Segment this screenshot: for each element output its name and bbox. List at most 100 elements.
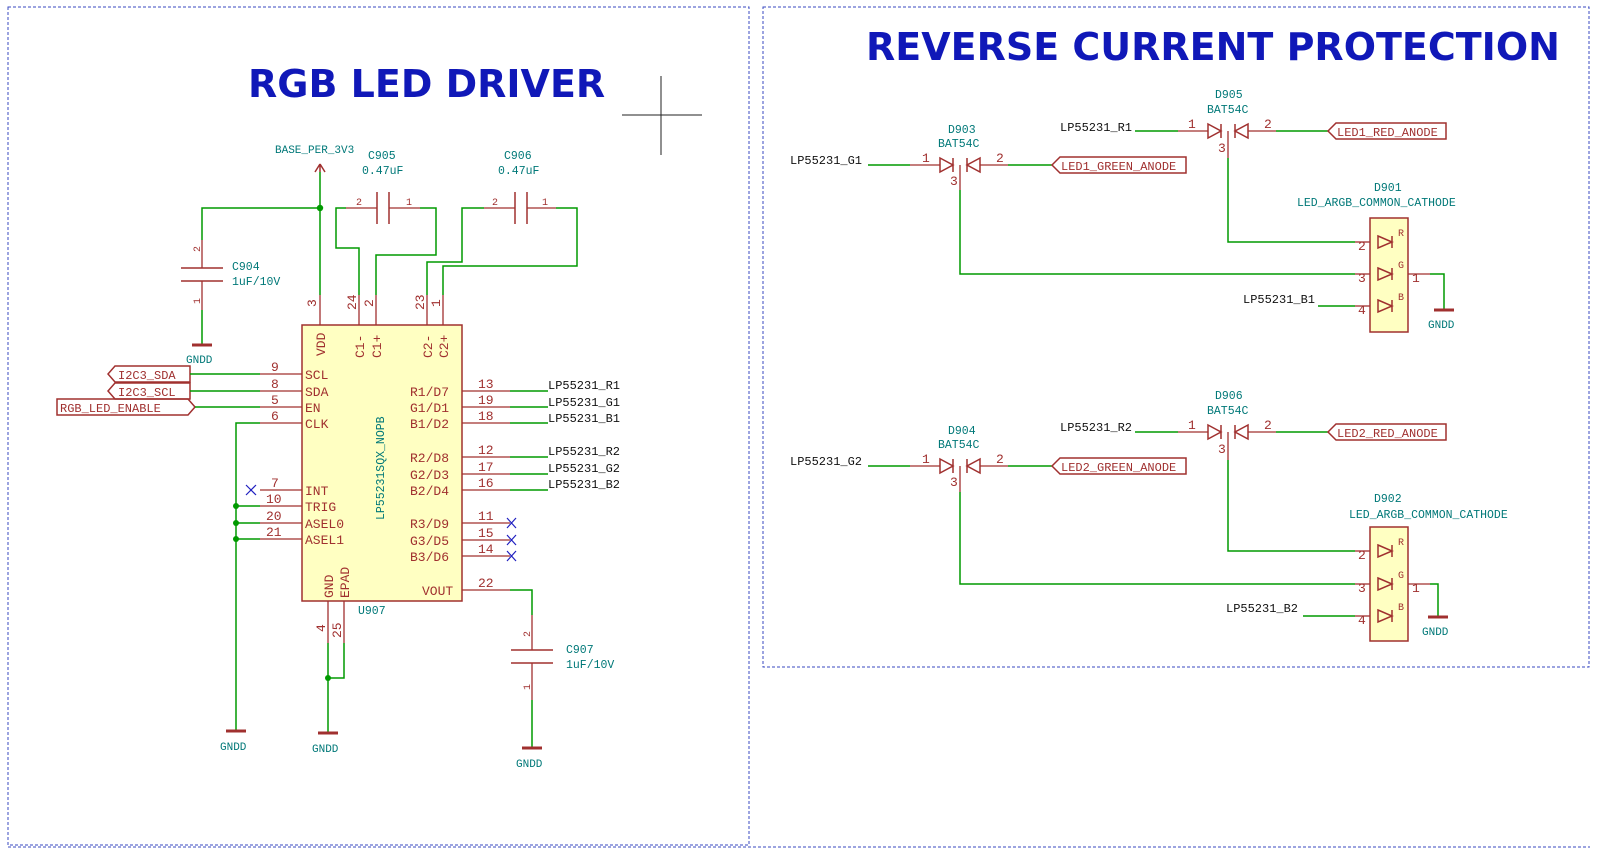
svg-text:19: 19 — [478, 393, 494, 408]
svg-text:B1/D2: B1/D2 — [410, 417, 449, 432]
diode-d904[interactable]: 1 2 3 D904 BAT54C — [910, 425, 1008, 492]
svg-text:EPAD: EPAD — [338, 567, 353, 598]
capacitor-c907[interactable]: 2 1 C907 1uF/10V — [511, 615, 614, 700]
svg-text:D901: D901 — [1374, 182, 1402, 195]
svg-text:1: 1 — [1412, 271, 1420, 286]
svg-text:ASEL1: ASEL1 — [305, 533, 344, 548]
svg-text:C906: C906 — [504, 150, 532, 163]
svg-text:10: 10 — [266, 492, 282, 507]
global-label-led1-green-anode[interactable]: LED1_GREEN_ANODE — [1050, 156, 1187, 174]
svg-text:B3/D6: B3/D6 — [410, 550, 449, 565]
svg-text:C907: C907 — [566, 644, 594, 657]
svg-text:D904: D904 — [948, 425, 976, 438]
left-title: RGB LED DRIVER — [248, 62, 605, 106]
gnd-epad-wire — [327, 643, 345, 733]
global-label-led2-red-anode[interactable]: LED2_RED_ANODE — [1326, 423, 1447, 441]
svg-text:G1/D1: G1/D1 — [410, 401, 449, 416]
svg-text:2: 2 — [996, 452, 1004, 467]
global-label-i2c3-scl[interactable]: I2C3_SCL — [107, 382, 191, 400]
svg-text:C2-: C2- — [421, 335, 436, 358]
svg-text:4: 4 — [1358, 303, 1366, 318]
u907-bottom-pins: 4 25 GND EPAD — [314, 567, 353, 643]
svg-text:TRIG: TRIG — [305, 500, 336, 515]
svg-text:GNDD: GNDD — [312, 744, 339, 756]
svg-text:3: 3 — [1218, 442, 1226, 457]
svg-text:2: 2 — [1358, 239, 1366, 254]
svg-text:SDA: SDA — [305, 385, 329, 400]
svg-text:D906: D906 — [1215, 390, 1243, 403]
diode-d903[interactable]: 1 2 3 D903 BAT54C — [910, 124, 1008, 190]
global-label-led2-green-anode[interactable]: LED2_GREEN_ANODE — [1050, 457, 1187, 475]
capacitor-c904[interactable]: 2 1 C904 1uF/10V — [181, 240, 280, 310]
svg-text:2: 2 — [996, 151, 1004, 166]
svg-text:1uF/10V: 1uF/10V — [232, 276, 280, 289]
svg-text:LP55231_B1: LP55231_B1 — [548, 412, 620, 426]
power-base-label: BASE_PER_3V3 — [275, 145, 354, 157]
svg-text:LP55231_R2: LP55231_R2 — [548, 445, 620, 459]
svg-text:25: 25 — [330, 622, 345, 638]
svg-text:2: 2 — [523, 631, 534, 637]
global-label-led1-red-anode[interactable]: LED1_RED_ANODE — [1326, 122, 1447, 140]
svg-text:R3/D9: R3/D9 — [410, 517, 449, 532]
svg-text:GNDD: GNDD — [1428, 320, 1455, 332]
u907-body[interactable] — [301, 324, 463, 602]
u907-output-nets: LP55231_R1 LP55231_G1 LP55231_B1 LP55231… — [510, 379, 620, 492]
svg-text:GNDD: GNDD — [220, 742, 247, 754]
svg-text:6: 6 — [271, 409, 279, 424]
svg-text:1: 1 — [1412, 581, 1420, 596]
svg-text:GNDD: GNDD — [186, 355, 213, 367]
diode-d906[interactable]: 1 2 3 D906 BAT54C — [1178, 390, 1276, 460]
right-title: REVERSE CURRENT PROTECTION — [866, 25, 1560, 69]
svg-text:2: 2 — [362, 299, 377, 307]
power-arrow — [314, 163, 326, 173]
u907-left-pins: 9 8 5 6 7 10 20 21 SCL SDA EN CLK INT TR… — [260, 360, 344, 548]
rgb-led-d901[interactable]: 2 3 4 1 R G B D901 LED_ARGB_COMMON_CATHO… — [1297, 182, 1456, 333]
svg-text:15: 15 — [478, 526, 494, 541]
svg-text:12: 12 — [478, 443, 494, 458]
svg-text:D902: D902 — [1374, 493, 1402, 506]
svg-text:B2/D4: B2/D4 — [410, 484, 449, 499]
svg-text:20: 20 — [266, 509, 282, 524]
svg-text:0.47uF: 0.47uF — [362, 165, 404, 178]
svg-text:3: 3 — [950, 475, 958, 490]
svg-text:1: 1 — [1188, 117, 1196, 132]
svg-text:2: 2 — [1264, 117, 1272, 132]
svg-text:3: 3 — [1358, 271, 1366, 286]
svg-text:BAT54C: BAT54C — [1207, 405, 1249, 418]
global-label-i2c3-sda[interactable]: I2C3_SDA — [107, 365, 191, 383]
svg-text:4: 4 — [1358, 613, 1366, 628]
svg-text:RGB_LED_ENABLE: RGB_LED_ENABLE — [60, 402, 161, 416]
svg-text:G: G — [1398, 261, 1404, 272]
u907-value: LP55231SQX_NOPB — [375, 416, 388, 520]
svg-text:1: 1 — [523, 684, 534, 690]
capacitor-c905[interactable]: 2 1 C905 0.47uF — [346, 150, 420, 224]
svg-text:LED2_RED_ANODE: LED2_RED_ANODE — [1337, 427, 1438, 441]
svg-text:R: R — [1398, 538, 1404, 549]
svg-text:18: 18 — [478, 409, 494, 424]
svg-text:4: 4 — [314, 624, 329, 632]
capacitor-c906[interactable]: 2 1 C906 0.47uF — [484, 150, 556, 224]
global-label-rgb-led-enable[interactable]: RGB_LED_ENABLE — [56, 398, 196, 416]
svg-text:C1-: C1- — [353, 335, 368, 358]
svg-text:G3/D5: G3/D5 — [410, 534, 449, 549]
svg-text:1: 1 — [1188, 418, 1196, 433]
net-r1: LP55231_R1 — [1060, 121, 1132, 135]
svg-text:R: R — [1398, 229, 1404, 240]
svg-text:BAT54C: BAT54C — [1207, 104, 1249, 117]
svg-text:7: 7 — [271, 476, 279, 491]
net-b1: LP55231_B1 — [1243, 293, 1315, 307]
svg-text:VOUT: VOUT — [422, 584, 453, 599]
svg-text:LP55231_G2: LP55231_G2 — [548, 462, 620, 476]
clk-strap-wire — [235, 422, 260, 730]
svg-text:3: 3 — [1358, 581, 1366, 596]
svg-text:GNDD: GNDD — [516, 759, 543, 771]
svg-text:R2/D8: R2/D8 — [410, 451, 449, 466]
svg-text:11: 11 — [478, 509, 494, 524]
svg-text:C1+: C1+ — [370, 334, 385, 358]
svg-text:1: 1 — [406, 198, 412, 209]
diode-d905[interactable]: 1 2 3 D905 BAT54C — [1178, 89, 1276, 158]
svg-text:CLK: CLK — [305, 417, 329, 432]
svg-text:D903: D903 — [948, 124, 976, 137]
rgb-led-d902[interactable]: 2 3 4 1 R G B D902 LED_ARGB_COMMON_CATHO… — [1349, 493, 1508, 642]
